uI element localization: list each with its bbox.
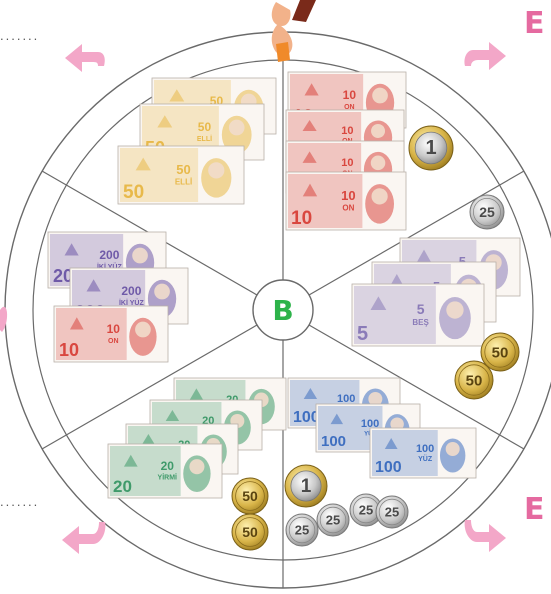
coin-value-label: 1: [425, 137, 436, 159]
money-layer: 5050ELLİ5050ELLİ5050ELLİ1010ON1010ON1010…: [47, 71, 521, 551]
arrow-top-left: [65, 44, 105, 72]
rotation-arrows: [0, 42, 506, 554]
banknote-value-label: 10: [107, 322, 121, 336]
banknote-value-label: 5: [417, 301, 425, 317]
banknote-words-label: BEŞ: [412, 318, 429, 327]
coin-25: 25: [285, 513, 319, 547]
dotted-line-bottom: .......: [0, 494, 40, 509]
banknote-value-label: 200: [121, 284, 141, 298]
coin-value-label: 25: [479, 204, 495, 220]
banknote-words-label: ON: [344, 104, 355, 111]
banknote-value-label: 5: [459, 254, 466, 269]
dotted-line-top: .......: [0, 28, 40, 43]
spinner-pointer: [271, 0, 316, 62]
letter-e-bottom: E: [524, 492, 545, 527]
banknote-value-label: 5: [357, 323, 368, 345]
arrow-bottom-right: [464, 520, 506, 552]
coin-value-label: 50: [466, 372, 483, 389]
center-label: B: [272, 294, 293, 327]
coin-50: 50: [480, 332, 520, 372]
arrow-top-right: [464, 42, 506, 70]
banknote-value-label: 100: [361, 418, 379, 430]
banknote-words-label: YÜZ: [418, 454, 433, 463]
banknote-value-label: 10: [341, 188, 355, 203]
banknote-value-label: 50: [176, 162, 190, 177]
banknote-value-label: 200: [99, 248, 119, 262]
banknote-value-label: 20: [161, 459, 175, 473]
coin-value-label: 25: [359, 502, 373, 517]
banknote-value-label: 20: [113, 477, 132, 496]
coin-value-label: 25: [326, 512, 340, 527]
letter-e-top: E: [524, 6, 545, 41]
banknote-value-label: 10: [341, 125, 353, 137]
arrow-bottom-left: [62, 522, 106, 554]
banknote-value-label: 10: [341, 157, 353, 169]
coin-value-label: 50: [242, 488, 258, 504]
coin-50: 50: [231, 477, 269, 515]
coin-1: 1: [408, 125, 454, 171]
banknote-words-label: ON: [108, 338, 119, 345]
banknote-words-label: ELLİ: [175, 177, 192, 186]
banknote-words-label: ELLİ: [197, 135, 212, 143]
banknote-words-label: İKİ YÜZ: [97, 262, 122, 271]
banknote-value-label: 10: [291, 208, 312, 229]
coin-25: 25: [375, 495, 409, 529]
arrow-left-edge: [0, 306, 8, 332]
center-button[interactable]: B: [252, 279, 314, 341]
banknote-value-label: 100: [416, 443, 434, 455]
banknote-value-label: 100: [293, 409, 320, 426]
banknote-value-label: 50: [198, 120, 212, 134]
banknote-value-label: 100: [375, 459, 402, 476]
coin-value-label: 25: [295, 522, 309, 537]
coin-value-label: 25: [385, 504, 399, 519]
coin-50: 50: [454, 360, 494, 400]
banknote-words-label: ON: [342, 203, 354, 212]
banknote-value-label: 10: [343, 88, 357, 102]
banknote-value-label: 100: [337, 393, 355, 405]
banknote-value-label: 100: [321, 433, 346, 450]
coin-value-label: 50: [242, 524, 258, 540]
banknote-words-label: İKİ YÜZ: [119, 298, 144, 307]
coin-value-label: 1: [301, 476, 312, 497]
coin-50: 50: [231, 513, 269, 551]
banknote-value-label: 10: [59, 340, 79, 360]
coin-25: 25: [316, 503, 350, 537]
coin-1: 1: [284, 464, 328, 508]
banknote-value-label: 50: [123, 182, 144, 203]
banknote-words-label: YİRMİ: [158, 474, 178, 482]
coin-25: 25: [469, 194, 505, 230]
coin-value-label: 50: [492, 344, 509, 361]
